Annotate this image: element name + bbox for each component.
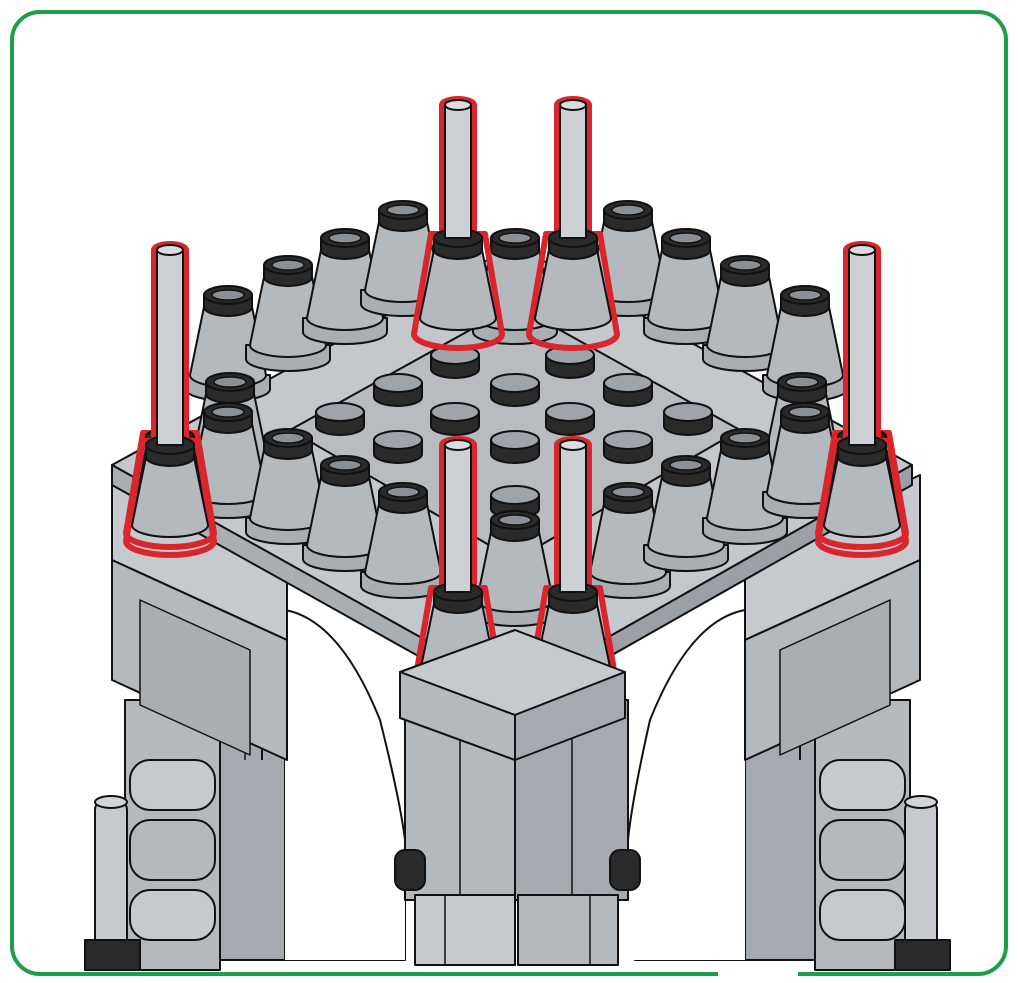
plate-stud [491,374,539,406]
plate-stud [316,403,364,435]
bar-with-cone [126,244,214,555]
plate-stud [604,431,652,463]
plate-stud [374,374,422,406]
plate-stud [491,431,539,463]
plate-stud [431,403,479,435]
right-pillar [815,700,950,970]
plate-stud [374,431,422,463]
left-pillar [85,700,220,970]
plate-stud [604,374,652,406]
frame-gap [718,968,798,980]
bar-with-cone [818,244,906,555]
plate-stud [546,403,594,435]
plate-stud [664,403,712,435]
